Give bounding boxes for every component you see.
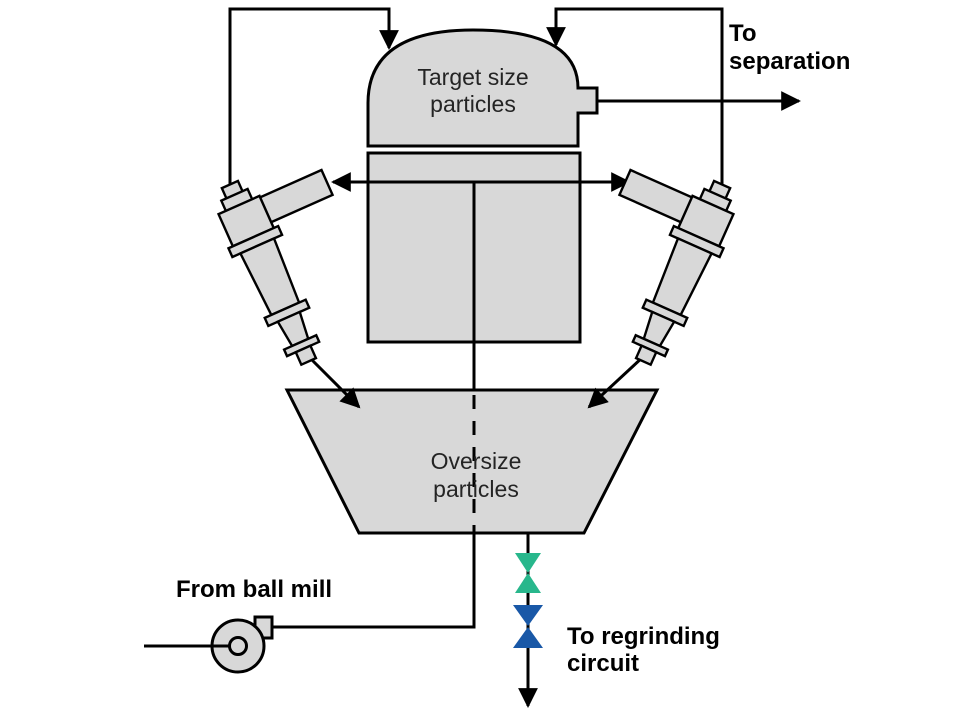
label-to-separation-line1: To	[729, 20, 757, 47]
label-to-regrinding-line1: To regrinding	[567, 623, 720, 650]
pump-discharge-line	[272, 531, 476, 629]
label-target-size-line2: particles	[430, 91, 516, 117]
label-oversize-line2: particles	[433, 476, 519, 502]
green-valve-top	[515, 553, 541, 573]
label-target-size-line1: Target size	[417, 64, 528, 90]
label-to-separation-line2: separation	[729, 48, 850, 75]
green-valve-bottom	[515, 573, 541, 593]
right-underflow-arrow	[587, 354, 646, 409]
blue-valve-top	[513, 605, 543, 626]
blue-valve-icon	[513, 605, 543, 648]
left-underflow-arrow	[306, 354, 361, 409]
right-recycle-line	[546, 7, 724, 184]
fines-collector-dome	[366, 28, 599, 148]
oversize-hopper	[284, 388, 660, 535]
label-oversize-line1: Oversize	[431, 448, 522, 474]
pump-hub	[228, 636, 248, 656]
label-from-ball-mill: From ball mill	[176, 576, 332, 603]
label-to-regrinding-line2: circuit	[567, 650, 639, 677]
centrifugal-pump-icon	[144, 615, 274, 674]
green-valve-icon	[515, 553, 541, 593]
left-recycle-line	[228, 7, 399, 186]
blue-valve-bottom	[513, 627, 543, 648]
